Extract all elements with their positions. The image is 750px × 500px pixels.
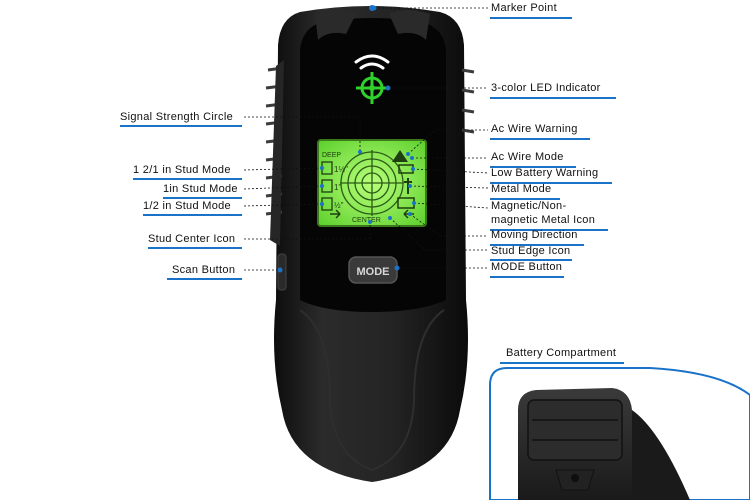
signal-circle-underline [120,125,242,127]
moving-direction-underline [490,244,584,246]
stud-center-label: Stud Center Icon [148,233,236,245]
ac-wire-warning-underline [490,138,590,140]
low-battery-label: Low Battery Warning [491,167,599,179]
stud-center-underline [148,247,242,249]
lcd-stud-1-2-text: ½" [334,201,344,210]
stud-1-2-label: 1/2 in Stud Mode [143,200,231,212]
mode-button-callout-label: MODE Button [491,261,563,273]
led-indicator-label: 3-color LED Indicator [491,82,601,94]
scan-button[interactable] [277,253,287,291]
ac-wire-warning-label: Ac Wire Warning [491,123,578,135]
metal-mode-underline [490,198,560,200]
stud-1-underline [163,197,242,199]
magnetic-label-line1: Magnetic/Non- [491,200,567,212]
scan-button-label: Scan Button [172,264,236,276]
magnetic-label-line2: magnetic Metal Icon [491,214,596,226]
scan-button-underline [167,278,242,280]
ac-wire-mode-label: Ac Wire Mode [491,151,564,163]
lcd-deep-text: DEEP [322,152,341,159]
lcd-stud-1-1-2-text: 1½" [334,165,348,174]
battery-compartment-label: Battery Compartment [506,347,617,359]
marker-point-underline [490,17,572,19]
stud-1-2-underline [143,214,242,216]
metal-mode-label: Metal Mode [491,183,552,195]
signal-circle-label: Signal Strength Circle [120,111,233,123]
stud-1-1-2-label: 1 2/1 in Stud Mode [133,164,231,176]
stud-edge-underline [490,259,572,261]
stud-1-label: 1in Stud Mode [163,183,238,195]
ac-wire-mode-underline [490,166,576,168]
lcd-signal-rings [340,150,404,216]
magnetic-underline [490,229,608,231]
lcd-center-text: CENTER [352,217,381,224]
lcd-stud-1-text: 1" [334,183,341,192]
battery-compartment-underline [500,362,624,364]
mode-button-label: MODE [357,266,390,278]
moving-direction-label: Moving Direction [491,229,578,241]
stud-1-1-2-underline [133,178,242,180]
mode-button-underline [490,276,564,278]
marker-point-label: Marker Point [491,2,557,14]
stud-edge-label: Stud Edge Icon [491,245,571,257]
wifi-icon [354,54,390,70]
led-indicator-underline [490,97,616,99]
low-battery-underline [490,182,612,184]
